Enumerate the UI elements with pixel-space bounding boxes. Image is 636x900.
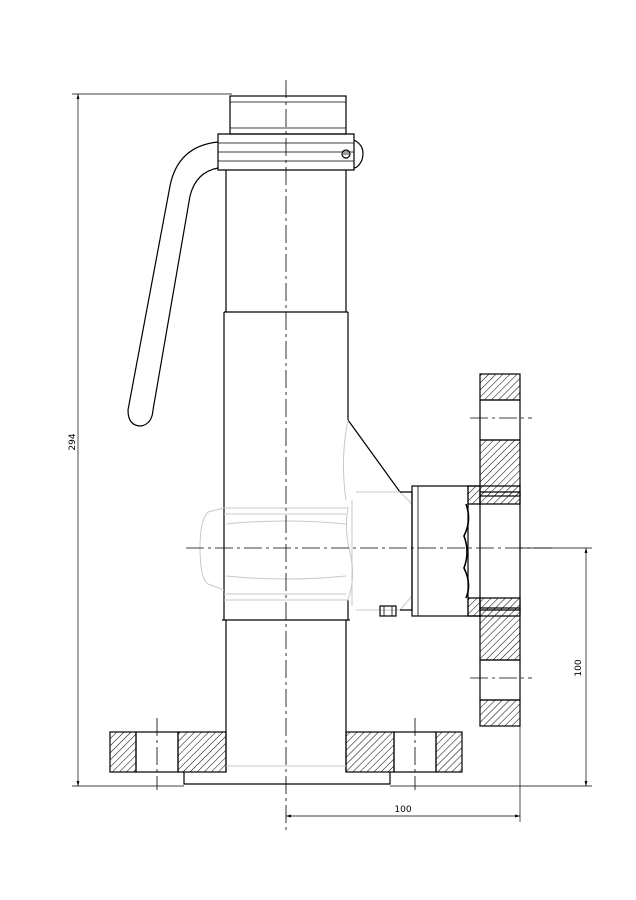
main-body	[222, 312, 401, 621]
pivot-pin	[341, 149, 351, 159]
dimension-total-height	[72, 93, 232, 787]
dimension-outlet-vertical	[390, 547, 592, 787]
dimension-vertical-label: 100	[574, 659, 584, 676]
inlet-chamber-ghost	[199, 419, 413, 611]
centerlines	[156, 80, 556, 830]
dimension-horizontal-label: 100	[394, 805, 411, 815]
dimension-outlet-horizontal	[286, 616, 521, 822]
drain-plug	[379, 605, 397, 617]
lever-handle	[127, 141, 219, 427]
top-cap	[229, 95, 347, 135]
dimension-height-label: 294	[68, 433, 78, 450]
outlet-flange	[463, 373, 521, 727]
outlet-nozzle	[379, 485, 521, 617]
lever-collar	[217, 133, 364, 171]
inlet-flange	[109, 620, 463, 785]
